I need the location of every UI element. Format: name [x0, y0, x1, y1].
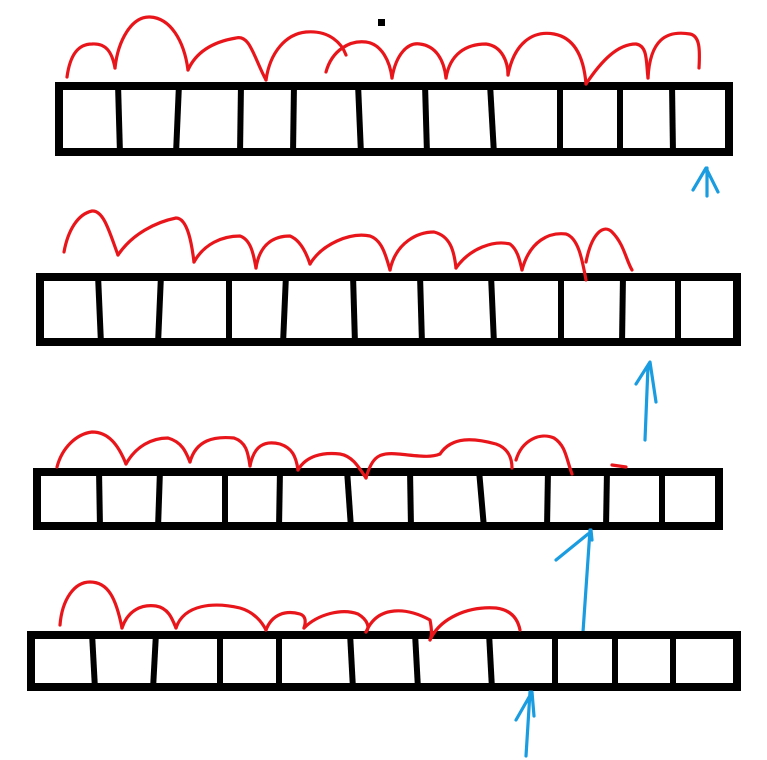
cell-divider — [290, 83, 297, 155]
cell-divider — [276, 469, 283, 529]
cell-divider — [89, 632, 98, 690]
hop-arc — [308, 233, 392, 272]
cell-divider — [487, 83, 497, 155]
hop-arc — [62, 209, 120, 257]
cell-divider — [347, 632, 356, 690]
cell-divider — [422, 83, 430, 155]
pointer-arrow-3 — [554, 528, 594, 634]
pointer-arrow-4 — [514, 690, 536, 758]
hop-arc — [506, 31, 588, 86]
cell-divider — [173, 83, 182, 155]
strip-4-array — [27, 631, 741, 691]
strip-3-hops — [55, 430, 628, 480]
hop-arc — [116, 216, 196, 264]
strip-4-hops — [58, 580, 522, 642]
hop-arc — [248, 441, 300, 472]
array-outline — [33, 468, 723, 530]
hop-arc — [264, 30, 348, 82]
cell-divider — [417, 274, 425, 345]
hop-arc — [438, 438, 514, 470]
cell-divider — [476, 469, 487, 529]
hop-arc — [646, 31, 702, 80]
hop-arc — [364, 451, 442, 480]
pointer-arrow-1 — [691, 166, 720, 198]
cell-divider — [280, 274, 289, 345]
cell-divider — [544, 469, 551, 529]
hop-arc — [584, 42, 650, 86]
cell-divider — [619, 274, 626, 345]
hop-arc — [390, 42, 448, 80]
cell-divider — [95, 274, 104, 345]
hop-arc — [264, 610, 307, 632]
hop-arc — [520, 232, 588, 282]
hop-arc — [584, 227, 634, 272]
pointer-arrow-2 — [634, 360, 658, 442]
hop-arc — [324, 40, 394, 80]
hop-arc — [174, 603, 268, 632]
cell-divider — [155, 469, 163, 529]
cell-divider — [344, 469, 354, 529]
cell-divider — [669, 83, 676, 155]
strip-1-array — [55, 82, 733, 156]
cell-divider — [486, 632, 495, 690]
hop-arc — [302, 610, 370, 634]
cell-divider — [355, 83, 364, 155]
hop-arc — [388, 230, 458, 272]
hop-arc — [444, 42, 510, 80]
cell-divider — [350, 274, 358, 345]
hop-arc — [124, 436, 192, 466]
array-outline — [27, 631, 741, 691]
cell-divider — [603, 469, 610, 529]
hop-arc — [113, 15, 190, 72]
cell-divider — [155, 274, 164, 345]
cell-divider — [96, 469, 103, 529]
hop-arc — [254, 234, 312, 270]
array-outline — [36, 273, 741, 346]
cell-divider — [237, 83, 244, 155]
strip-3-array — [33, 468, 723, 530]
hop-arc — [610, 463, 628, 469]
hop-arc — [120, 604, 178, 630]
strip-2-array — [36, 273, 741, 346]
cell-divider — [407, 469, 414, 529]
hop-arc — [58, 580, 124, 630]
hop-arc — [296, 451, 368, 480]
hop-arc — [192, 234, 258, 270]
hop-arc — [428, 606, 522, 642]
array-outline — [55, 82, 733, 156]
cell-divider — [412, 632, 421, 690]
hop-arc — [454, 241, 524, 272]
strip-2-hops — [62, 209, 634, 282]
hop-arc — [55, 430, 128, 469]
cell-divider — [150, 632, 159, 690]
ink-dot — [378, 19, 385, 26]
hop-arc — [65, 42, 117, 79]
hop-arc — [186, 36, 268, 82]
hop-arc — [188, 435, 252, 468]
cell-divider — [488, 274, 497, 345]
cell-divider — [115, 83, 123, 155]
hop-arc — [514, 434, 574, 476]
strip-1-hops — [65, 15, 702, 86]
